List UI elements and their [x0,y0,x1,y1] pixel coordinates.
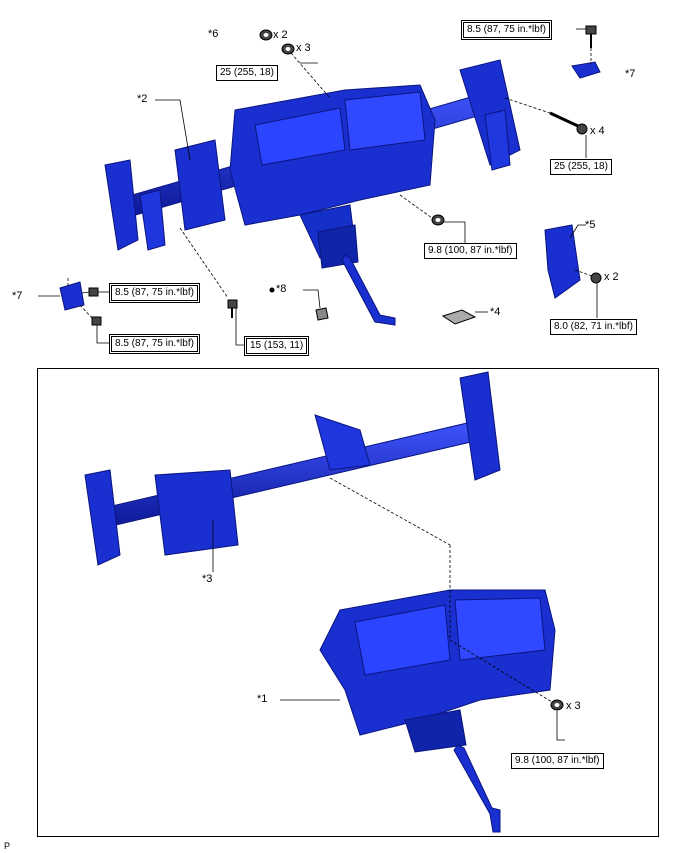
instrument-panel-reinforcement-bottom [84,371,501,566]
leader-lines-bottom [212,477,565,741]
torque-center-bolt: 15 (153, 11) [243,336,310,356]
quantity-bottom-nut: x 3 [566,700,581,712]
callout-4: *4 [490,306,501,318]
torque-top-center: 25 (255, 18) [216,65,278,81]
detail-frame [37,368,659,837]
torque-nut-right: 8.0 (82, 71 in.*lbf) [550,319,637,335]
callout-7-left: *7 [12,290,23,302]
air-conditioning-unit-bottom [319,589,564,833]
callout-5: *5 [585,219,596,231]
quantity-6: x 2 [273,29,288,41]
page-marker: P [4,841,11,851]
torque-top-right: 8.5 (87, 75 in.*lbf) [461,20,552,40]
torque-bottom: 9.8 (100, 87 in.*lbf) [511,753,604,769]
callout-3: *3 [202,573,213,585]
callout-8: *8 [276,283,287,295]
leader-lines-top [38,28,598,346]
callout-6: *6 [208,28,219,40]
torque-right-bolt: 25 (255, 18) [550,159,612,175]
parts-top [59,25,602,326]
quantity-nut-right: x 2 [604,271,619,283]
torque-left-a: 8.5 (87, 75 in.*lbf) [109,283,200,303]
callout-1: *1 [257,693,268,705]
callout-2: *2 [137,93,148,105]
quantity-nut-top: x 3 [296,42,311,54]
callout-7-right: *7 [625,68,636,80]
quantity-bolt: x 4 [590,125,605,137]
air-conditioning-unit-top [229,84,436,326]
torque-mid-nut: 9.8 (100, 87 in.*lbf) [424,243,517,259]
torque-left-b: 8.5 (87, 75 in.*lbf) [109,334,200,354]
